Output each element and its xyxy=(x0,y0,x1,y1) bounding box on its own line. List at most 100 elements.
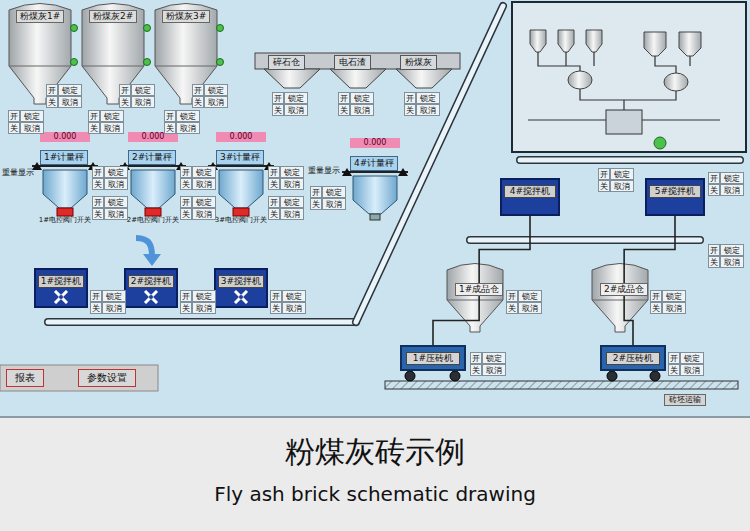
control-button: 关 xyxy=(668,364,680,376)
status-lamp xyxy=(217,59,224,66)
control-button: 取消 xyxy=(131,96,155,108)
valve xyxy=(145,208,161,216)
control-button: 关 xyxy=(598,180,610,192)
silo-seam xyxy=(9,66,71,67)
scale-hopper xyxy=(353,176,397,214)
control-button: 开 xyxy=(668,352,680,364)
control-button: 锁定 xyxy=(58,84,82,96)
node-text: 粉煤灰2# xyxy=(93,11,133,22)
scale-beam xyxy=(32,165,98,167)
control-button: 取消 xyxy=(280,208,304,220)
silo-seam xyxy=(155,66,217,67)
control-button: 开 xyxy=(88,110,100,122)
control-button: 锁定 xyxy=(104,196,128,208)
node-text: 砖坯运输 xyxy=(669,395,701,405)
status-lamp xyxy=(144,25,151,32)
control-button: 开 xyxy=(119,84,131,96)
node-text: 4#搅拌机 xyxy=(504,185,556,198)
control-button: 开 xyxy=(92,166,104,178)
control-button: 取消 xyxy=(280,178,304,190)
silo-seam xyxy=(82,66,144,67)
control-button: 锁定 xyxy=(131,84,155,96)
scale-beam xyxy=(208,165,274,167)
conveyor-link xyxy=(479,216,530,283)
control-button: 关 xyxy=(90,302,102,314)
valve-label: 1#电控阀门开关 xyxy=(39,216,91,225)
node-text: 碎石仓 xyxy=(273,57,300,68)
node-text: 1#压砖机 xyxy=(406,352,460,365)
node-layer: 粉煤灰1#粉煤灰2#粉煤灰3#碎石仓电石渣粉煤灰1#计量秤2#计量秤3#计量秤4… xyxy=(0,0,750,416)
mini-box xyxy=(606,110,642,134)
status-lamp xyxy=(144,59,151,66)
mini-silo xyxy=(586,30,602,52)
mixer-box: 2#搅拌机 xyxy=(124,268,178,308)
control-button: 关 xyxy=(470,364,482,376)
inset-panel xyxy=(512,2,746,152)
mini-mixer xyxy=(664,73,688,91)
control-button: 关 xyxy=(180,208,192,220)
control-button: 锁定 xyxy=(176,110,200,122)
control-button: 锁定 xyxy=(102,290,126,302)
control-button: 开 xyxy=(192,84,204,96)
silo-label: 1#成品仓 xyxy=(455,283,503,296)
control-button: 锁定 xyxy=(100,110,124,122)
control-button: 开 xyxy=(270,290,282,302)
control-button: 锁定 xyxy=(482,352,506,364)
control-button: 开 xyxy=(506,290,518,302)
control-button: 锁定 xyxy=(518,290,542,302)
control-button: 取消 xyxy=(518,302,542,314)
control-button: 取消 xyxy=(102,302,126,314)
control-button: 关 xyxy=(650,302,662,314)
fan-icon xyxy=(233,290,249,304)
control-button: 开 xyxy=(164,110,176,122)
bin-hopper xyxy=(264,69,320,88)
silo-label: 粉煤灰3# xyxy=(162,10,210,23)
node-text: 2#成品仓 xyxy=(604,284,644,295)
display-caption: 重量显示 xyxy=(2,168,34,178)
scada-panel: 粉煤灰1#粉煤灰2#粉煤灰3#碎石仓电石渣粉煤灰1#计量秤2#计量秤3#计量秤4… xyxy=(0,0,750,418)
control-button: 取消 xyxy=(192,178,216,190)
node-text: 3#计量秤 xyxy=(220,152,260,163)
bin-bar xyxy=(255,53,460,69)
control-button: 取消 xyxy=(282,302,306,314)
control-button: 开 xyxy=(180,290,192,302)
control-button: 关 xyxy=(338,104,350,116)
control-button: 取消 xyxy=(720,184,744,196)
control-button: 取消 xyxy=(100,122,124,134)
control-button: 开 xyxy=(708,244,720,256)
mini-pipes xyxy=(528,52,720,120)
press-box: 2#压砖机 xyxy=(600,345,666,371)
menu-button: 参数设置 xyxy=(78,369,136,387)
scale-label: 2#计量秤 xyxy=(128,150,176,165)
control-button: 开 xyxy=(708,172,720,184)
control-button: 锁定 xyxy=(192,290,216,302)
control-button: 取消 xyxy=(176,122,200,134)
control-button: 开 xyxy=(180,166,192,178)
control-button: 锁定 xyxy=(104,166,128,178)
control-button: 取消 xyxy=(192,208,216,220)
control-button: 锁定 xyxy=(280,196,304,208)
press-box: 1#压砖机 xyxy=(400,345,466,371)
conveyor-belt-inner xyxy=(470,238,700,243)
conveyor-belt xyxy=(520,156,740,164)
mixer-box: 1#搅拌机 xyxy=(34,268,88,308)
control-button: 关 xyxy=(88,122,100,134)
press-wheel xyxy=(405,371,415,381)
silo-body xyxy=(592,264,648,333)
control-button: 关 xyxy=(708,256,720,268)
control-button: 开 xyxy=(268,196,280,208)
control-button: 关 xyxy=(119,96,131,108)
control-button: 锁定 xyxy=(662,290,686,302)
press-wheel xyxy=(450,371,460,381)
control-button: 开 xyxy=(92,196,104,208)
conveyor-belt-inner xyxy=(520,158,740,163)
node-text: 电石渣 xyxy=(339,57,366,68)
valve-label: 2#电控阀门开关 xyxy=(127,216,179,225)
control-button: 关 xyxy=(506,302,518,314)
silo-body xyxy=(447,264,503,333)
node-text: 4#计量秤 xyxy=(354,158,394,169)
scale-hopper xyxy=(131,170,175,208)
status-lamp xyxy=(217,25,224,32)
control-button: 锁定 xyxy=(20,110,44,122)
conveyor-link xyxy=(624,216,675,283)
